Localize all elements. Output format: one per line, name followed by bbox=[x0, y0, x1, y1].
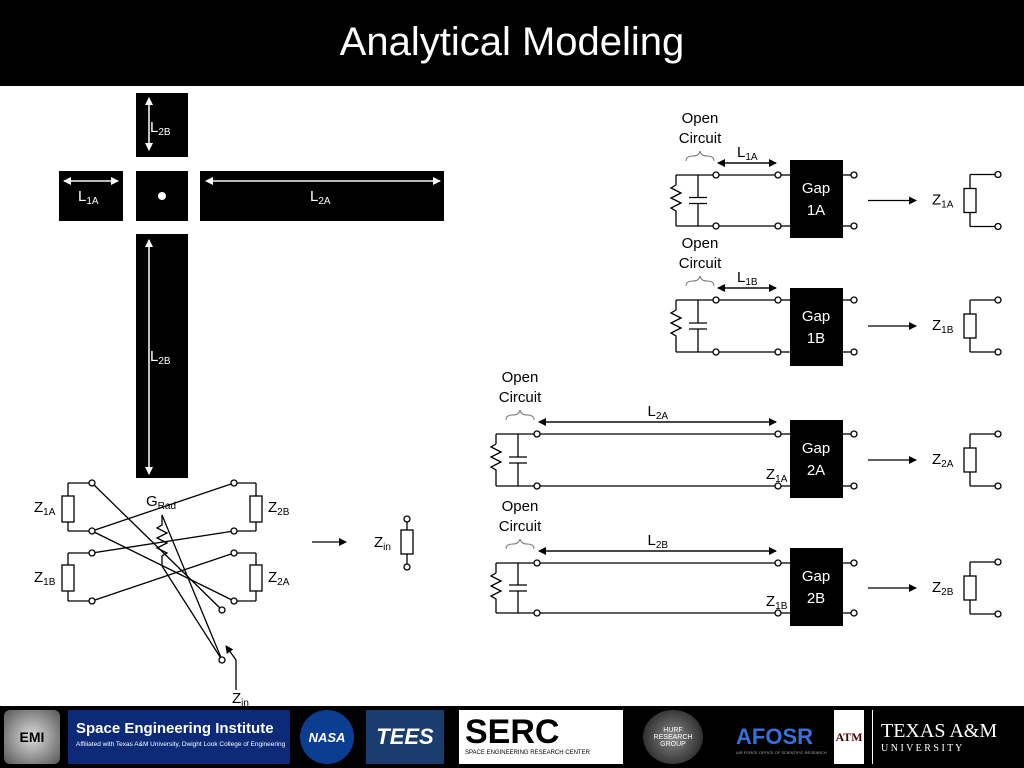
output-impedance-label: Z2B bbox=[932, 579, 954, 598]
afosr-logo: AFOSR AIR FORCE OFFICE OF SCIENTIFIC RES… bbox=[716, 710, 830, 764]
open-circuit-label-1: Open bbox=[502, 369, 539, 386]
arm-l2a bbox=[200, 171, 444, 221]
gap-label-1: Gap bbox=[802, 308, 830, 325]
open-circuit-label-2: Circuit bbox=[679, 255, 722, 272]
label-l1a: L1A bbox=[78, 188, 99, 207]
tees-logo: TEES bbox=[366, 710, 444, 764]
arm-l2b-top bbox=[136, 93, 188, 157]
gap-label-1: Gap bbox=[802, 568, 830, 585]
serc-subtitle: SPACE ENGINEERING RESEARCH CENTER bbox=[465, 750, 590, 756]
open-circuit-label-2: Circuit bbox=[499, 518, 542, 535]
feed-point bbox=[158, 192, 166, 200]
serc-name: SERC bbox=[465, 713, 560, 751]
length-label: L2B bbox=[648, 532, 669, 551]
label-z2a: Z2A bbox=[268, 569, 290, 588]
output-impedance-label: Z1B bbox=[932, 317, 954, 336]
open-circuit-label-1: Open bbox=[502, 498, 539, 515]
sei-title: Space Engineering Institute bbox=[76, 720, 274, 737]
gap-label-2: 2B bbox=[807, 590, 825, 607]
atm-logo: ATM bbox=[834, 710, 864, 764]
label-z1b: Z1B bbox=[34, 569, 56, 588]
label-z1a: Z1A bbox=[34, 499, 56, 518]
diagram-canvas: L2B L1A L2A L2B bbox=[34, 93, 1002, 706]
length-label: L1B bbox=[737, 269, 758, 288]
tamu-university: U N I V E R S I T Y bbox=[881, 743, 963, 754]
open-circuit-label-2: Circuit bbox=[499, 389, 542, 406]
tamu-name: TEXAS A&M bbox=[881, 720, 998, 742]
label-z2b: Z2B bbox=[268, 499, 290, 518]
title-bar: Analytical Modeling bbox=[0, 0, 1024, 86]
nasa-logo: NASA bbox=[300, 710, 354, 764]
length-label: L1A bbox=[737, 144, 758, 163]
gap-label-2: 1B bbox=[807, 330, 825, 347]
overlap-impedance-label: Z1A bbox=[766, 466, 788, 485]
transmission-line-circuits: OpenCircuitL1AGap1AZ1AOpenCircuitL1BGap1… bbox=[489, 110, 1002, 626]
afosr-name: AFOSR bbox=[736, 724, 813, 749]
label-zin-bottom: Zin bbox=[232, 690, 249, 706]
open-circuit-label-1: Open bbox=[682, 235, 719, 252]
sei-logo: Space Engineering Institute Affiliated w… bbox=[68, 710, 290, 764]
dipole-geometry: L2B L1A L2A L2B bbox=[59, 93, 444, 478]
serc-logo: SERC SPACE ENGINEERING RESEARCH CENTER bbox=[459, 710, 623, 764]
arm-l2b-bottom bbox=[136, 234, 188, 478]
label-zin: Zin bbox=[374, 534, 391, 553]
gap-label-2: 1A bbox=[807, 202, 825, 219]
network-labels: Z1A Z1B Z2B Z2A GRad Zin Zin bbox=[34, 493, 391, 706]
gap-label-1: Gap bbox=[802, 440, 830, 457]
open-circuit-label-1: Open bbox=[682, 110, 719, 127]
sei-subtitle: Affiliated with Texas A&M University, Dw… bbox=[76, 741, 286, 748]
page-title: Analytical Modeling bbox=[339, 20, 685, 64]
output-impedance-label: Z1A bbox=[932, 192, 954, 211]
label-l2b-top: L2B bbox=[150, 119, 171, 138]
emi-logo: EMI bbox=[4, 710, 60, 764]
label-l2a: L2A bbox=[310, 188, 331, 207]
overlap-impedance-label: Z1B bbox=[766, 593, 788, 612]
afosr-subtitle: AIR FORCE OFFICE OF SCIENTIFIC RESEARCH bbox=[736, 750, 827, 755]
equivalent-network bbox=[61, 479, 414, 690]
tamu-wordmark: TEXAS A&M U N I V E R S I T Y bbox=[872, 710, 1024, 764]
label-grad: GRad bbox=[146, 493, 176, 512]
output-impedance-label: Z2A bbox=[932, 451, 954, 470]
footer-logo-bar: EMI Space Engineering Institute Affiliat… bbox=[0, 706, 1024, 768]
label-l2b-bottom: L2B bbox=[150, 348, 171, 367]
length-label: L2A bbox=[648, 403, 669, 422]
gap-label-1: Gap bbox=[802, 180, 830, 197]
open-circuit-label-2: Circuit bbox=[679, 130, 722, 147]
gap-label-2: 2A bbox=[807, 462, 825, 479]
hurf-logo: HURF RESEARCH GROUP bbox=[643, 710, 703, 764]
